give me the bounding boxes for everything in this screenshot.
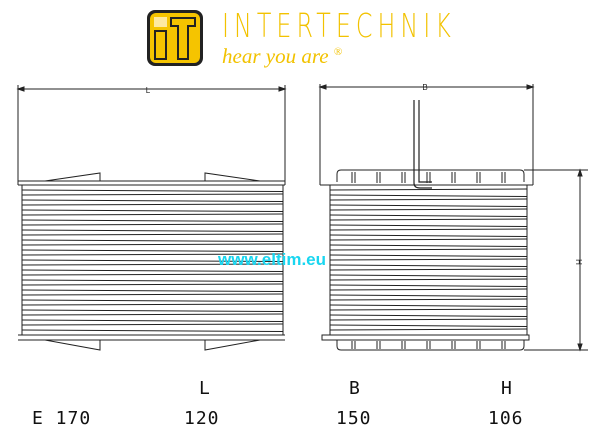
winding-line (21, 253, 284, 256)
winding-line (21, 279, 284, 282)
winding-line (329, 314, 528, 317)
wire-lead (413, 100, 432, 189)
winding-line (21, 313, 284, 316)
winding-line (329, 288, 528, 291)
winding-line (329, 258, 528, 261)
winding-line (329, 264, 528, 267)
header-h: H (501, 378, 513, 399)
winding-line (329, 298, 528, 301)
winding-line (21, 273, 284, 276)
winding-line (21, 289, 284, 292)
dim-label-l: L (146, 86, 151, 95)
winding-line (329, 274, 528, 277)
winding-line (21, 203, 284, 206)
winding-line (21, 213, 284, 216)
winding-line (329, 224, 528, 227)
winding-line (21, 299, 284, 302)
winding-line (21, 293, 284, 296)
winding-line (329, 268, 528, 271)
winding-line (21, 199, 284, 202)
intertechnik-logo-icon (147, 10, 203, 66)
dim-label-b: B (422, 83, 427, 92)
winding-line (21, 303, 284, 306)
winding-line (329, 188, 528, 191)
winding-line (329, 308, 528, 311)
winding-line (21, 193, 284, 196)
winding-line (329, 198, 528, 201)
winding-line (329, 324, 528, 327)
model-name: E 170 (32, 408, 92, 429)
header-b: B (349, 378, 361, 399)
header-l: L (199, 378, 211, 399)
winding-line (329, 278, 528, 281)
winding-line (21, 243, 284, 246)
winding-line (329, 294, 528, 297)
coil-front-view (318, 84, 588, 352)
winding-line (329, 318, 528, 321)
winding-line (21, 309, 284, 312)
winding-line (21, 269, 284, 272)
winding-line (329, 284, 528, 287)
value-b: 150 (336, 408, 372, 429)
winding-line (329, 248, 528, 251)
winding-line (21, 259, 284, 262)
winding-line (329, 204, 528, 207)
winding-line (329, 194, 528, 197)
winding-line (329, 214, 528, 217)
watermark-url: www.eltim.eu (218, 250, 327, 269)
winding-line (329, 208, 528, 211)
winding-line (21, 239, 284, 242)
value-h: 106 (488, 408, 524, 429)
winding-line (21, 189, 284, 192)
winding-line (21, 209, 284, 212)
winding-line (21, 223, 284, 226)
winding-line (329, 244, 528, 247)
winding-line (329, 304, 528, 307)
winding-line (21, 249, 284, 252)
winding-line (21, 323, 284, 326)
coil-side-view (16, 85, 287, 351)
winding-line (21, 329, 284, 332)
winding-line (21, 319, 284, 322)
winding-line (21, 283, 284, 286)
winding-line (329, 238, 528, 241)
winding-line (329, 228, 528, 231)
winding-line (21, 219, 284, 222)
winding-line (329, 218, 528, 221)
winding-line (329, 328, 528, 331)
value-l: 120 (184, 408, 220, 429)
dim-label-h: H (574, 259, 583, 265)
winding-line (21, 263, 284, 266)
winding-line (21, 229, 284, 232)
brand-name: INTERTECHNIK (222, 6, 456, 45)
winding-line (21, 233, 284, 236)
winding-line (329, 254, 528, 257)
brand-tagline: hear you are ® (222, 44, 343, 68)
winding-line (329, 234, 528, 237)
